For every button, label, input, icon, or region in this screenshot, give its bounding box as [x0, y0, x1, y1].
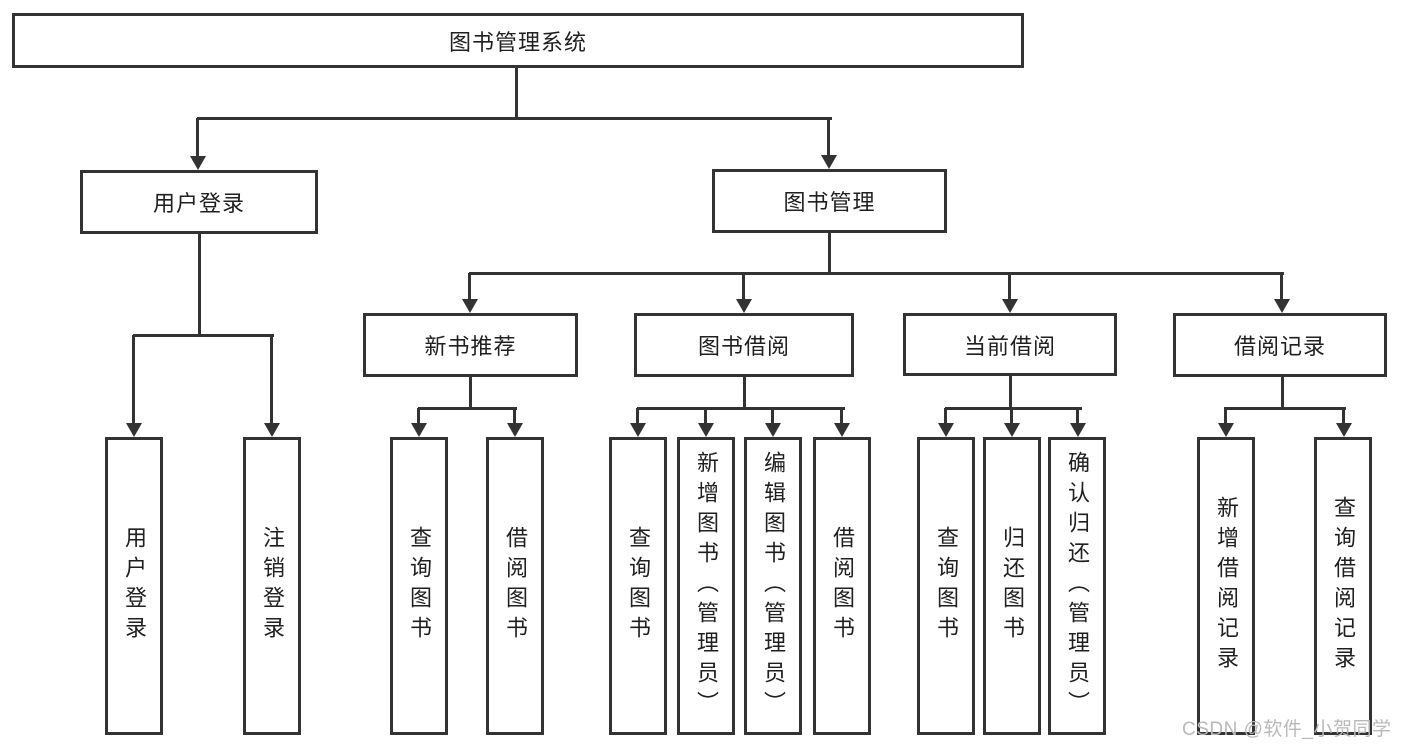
connector-line — [469, 377, 472, 410]
leaf-logout: 注销登录 — [243, 437, 301, 735]
node-label: 图书管理 — [783, 190, 876, 215]
connector-arrow-stem — [944, 408, 947, 425]
connector-line — [637, 407, 845, 410]
connector-line — [1225, 407, 1346, 410]
arrow-down-head — [1218, 423, 1234, 437]
connector-arrow-stem — [1280, 273, 1283, 301]
connector-arrow-stem — [513, 408, 516, 425]
connector-line — [198, 234, 201, 337]
connector-arrow-stem — [1076, 408, 1079, 425]
node-borrowing-records: 借阅记录 — [1173, 313, 1387, 377]
connector-arrow-stem — [1342, 407, 1345, 425]
leaf-label: 借阅图书 — [503, 526, 528, 646]
connector-arrow-stem — [196, 118, 199, 158]
connector-arrow-stem — [468, 273, 471, 301]
leaf-edit-book-admin: 编辑图书（管理员） — [744, 437, 802, 735]
arrow-down-head — [736, 299, 752, 313]
leaf-label: 查询图书 — [626, 526, 651, 646]
leaf-label: 新增图书（管理员） — [694, 451, 719, 721]
arrow-down-head — [507, 423, 523, 437]
node-book-management: 图书管理 — [712, 169, 947, 233]
connector-line — [469, 272, 1284, 275]
connector-arrow-stem — [636, 408, 639, 425]
connector-arrow-stem — [132, 335, 135, 425]
connector-arrow-stem — [742, 273, 745, 301]
leaf-query-books-recommend: 查询图书 — [390, 437, 448, 735]
arrow-down-head — [1070, 423, 1086, 437]
connector-line — [743, 377, 746, 410]
arrow-down-head — [462, 299, 478, 313]
node-label: 新书推荐 — [424, 334, 517, 359]
connector-arrow-stem — [827, 118, 830, 157]
arrow-down-head — [1274, 299, 1290, 313]
leaf-label: 新增借阅记录 — [1214, 496, 1239, 676]
connector-arrow-stem — [1010, 408, 1013, 425]
connector-line — [197, 117, 832, 120]
connector-line — [133, 334, 274, 337]
connector-line — [1009, 376, 1012, 410]
arrow-down-head — [264, 423, 280, 437]
leaf-return-books: 归还图书 — [983, 437, 1041, 735]
csdn-watermark: CSDN @软件_小贺同学 — [1182, 719, 1392, 740]
leaf-add-book-admin: 新增图书（管理员） — [677, 437, 735, 735]
connector-line — [1281, 377, 1284, 410]
leaf-confirm-return-admin: 确认归还（管理员） — [1048, 437, 1106, 735]
arrow-down-head — [834, 423, 850, 437]
leaf-label: 查询借阅记录 — [1331, 496, 1356, 676]
leaf-label: 借阅图书 — [830, 526, 855, 646]
node-library-management-system: 图书管理系统 — [12, 13, 1024, 68]
arrow-down-head — [765, 423, 781, 437]
arrow-down-head — [630, 423, 646, 437]
node-current-borrowing: 当前借阅 — [903, 313, 1117, 376]
leaf-label: 注销登录 — [260, 526, 285, 646]
leaf-query-books-current: 查询图书 — [917, 437, 975, 735]
connector-arrow-stem — [771, 408, 774, 425]
arrow-down-head — [1336, 423, 1352, 437]
leaf-label: 用户登录 — [122, 526, 147, 646]
connector-arrow-stem — [840, 408, 843, 425]
node-label: 当前借阅 — [963, 333, 1056, 359]
leaf-add-borrow-record: 新增借阅记录 — [1197, 437, 1255, 735]
arrow-down-head — [1002, 299, 1018, 313]
arrow-down-head — [938, 423, 954, 437]
connector-line — [828, 233, 831, 275]
arrow-down-head — [190, 156, 206, 170]
connector-arrow-stem — [417, 408, 420, 425]
node-label: 借阅记录 — [1233, 334, 1326, 359]
node-label: 图书管理系统 — [448, 29, 587, 55]
leaf-query-books-borrowing: 查询图书 — [609, 437, 667, 735]
connector-line — [515, 68, 518, 119]
leaf-label: 编辑图书（管理员） — [761, 451, 786, 721]
leaf-borrow-books-recommend: 借阅图书 — [486, 437, 544, 735]
arrow-down-head — [1004, 423, 1020, 437]
connector-arrow-stem — [704, 408, 707, 425]
connector-arrow-stem — [270, 335, 273, 425]
connector-arrow-stem — [1224, 407, 1227, 425]
node-book-borrowing: 图书借阅 — [634, 313, 854, 377]
leaf-label: 查询图书 — [407, 526, 432, 646]
node-new-book-recommendation: 新书推荐 — [363, 313, 578, 377]
node-label: 用户登录 — [152, 191, 245, 216]
arrow-down-head — [821, 155, 837, 169]
connector-line — [945, 407, 1082, 410]
leaf-user-login: 用户登录 — [105, 437, 163, 735]
leaf-borrow-books-borrowing: 借阅图书 — [813, 437, 871, 735]
leaf-label: 归还图书 — [1000, 526, 1025, 646]
arrow-down-head — [411, 423, 427, 437]
arrow-down-head — [126, 423, 142, 437]
node-user-login: 用户登录 — [80, 170, 318, 234]
connector-line — [418, 407, 517, 410]
leaf-label: 确认归还（管理员） — [1065, 451, 1090, 721]
leaf-label: 查询图书 — [934, 526, 959, 646]
arrow-down-head — [698, 423, 714, 437]
connector-arrow-stem — [1008, 273, 1011, 301]
leaf-query-borrow-record: 查询借阅记录 — [1314, 437, 1372, 735]
node-label: 图书借阅 — [697, 334, 790, 359]
